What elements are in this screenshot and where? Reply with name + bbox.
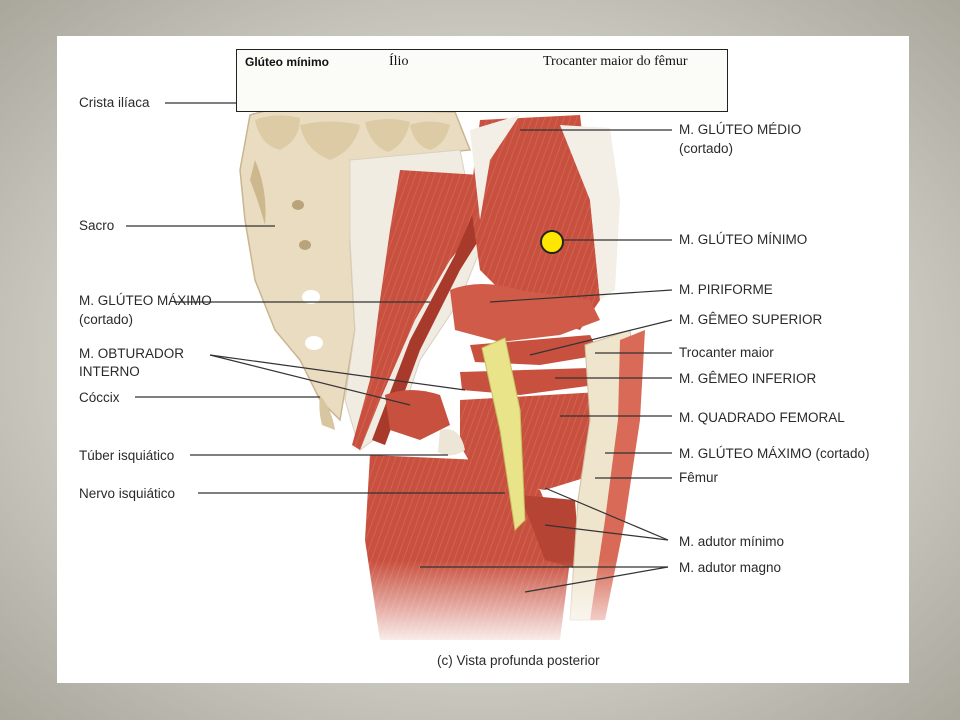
info-insertion: Trocanter maior do fêmur: [543, 54, 688, 69]
label-piriforme: M. PIRIFORME: [679, 282, 773, 297]
label-gluteo-maximo-2: (cortado): [79, 312, 134, 327]
label-gemeo-superior: M. GÊMEO SUPERIOR: [679, 312, 823, 327]
label-crista-iliaca: Crista ilíaca: [79, 95, 150, 110]
gluteus-minimus-muscle: [470, 115, 620, 330]
label-obturador-2: INTERNO: [79, 364, 140, 379]
label-quadrado-femoral: M. QUADRADO FEMORAL: [679, 410, 845, 425]
ischial-tuberosity: [438, 429, 465, 456]
label-gluteo-maximo-1: M. GLÚTEO MÁXIMO: [79, 293, 212, 308]
label-adutor-minimo: M. adutor mínimo: [679, 534, 785, 549]
label-gluteo-minimo: M. GLÚTEO MÍNIMO: [679, 232, 808, 247]
label-gluteo-medio-2: (cortado): [679, 141, 734, 156]
label-coccix: Cóccix: [79, 390, 120, 405]
info-origin: Ílio: [389, 54, 409, 69]
sacrum-bone: [239, 105, 472, 430]
label-tuber: Túber isquiático: [79, 448, 175, 463]
label-gemeo-inferior: M. GÊMEO INFERIOR: [679, 371, 817, 386]
label-femur: Fêmur: [679, 470, 719, 485]
label-obturador-1: M. OBTURADOR: [79, 346, 185, 361]
info-muscle-name: Glúteo mínimo: [245, 55, 329, 69]
sciatic-nerve: [481, 337, 526, 532]
label-sacro: Sacro: [79, 218, 115, 233]
label-trocanter: Trocanter maior: [679, 345, 774, 360]
figure-caption: (c) Vista profunda posterior: [437, 653, 600, 668]
label-gluteo-maximo-cortado: M. GLÚTEO MÁXIMO (cortado): [679, 446, 870, 461]
label-adutor-magno: M. adutor magno: [679, 560, 782, 575]
leader-lines: [126, 102, 673, 593]
gluteus-maximus-cut-right: [590, 330, 645, 620]
label-nervo: Nervo isquiático: [79, 486, 176, 501]
piriformis-muscle: [450, 284, 600, 342]
highlight-marker[interactable]: [540, 230, 564, 254]
muscle-info-box: Glúteo mínimo Ílio Trocanter maior do fê…: [236, 49, 728, 112]
label-gluteo-medio-1: M. GLÚTEO MÉDIO: [679, 122, 802, 137]
